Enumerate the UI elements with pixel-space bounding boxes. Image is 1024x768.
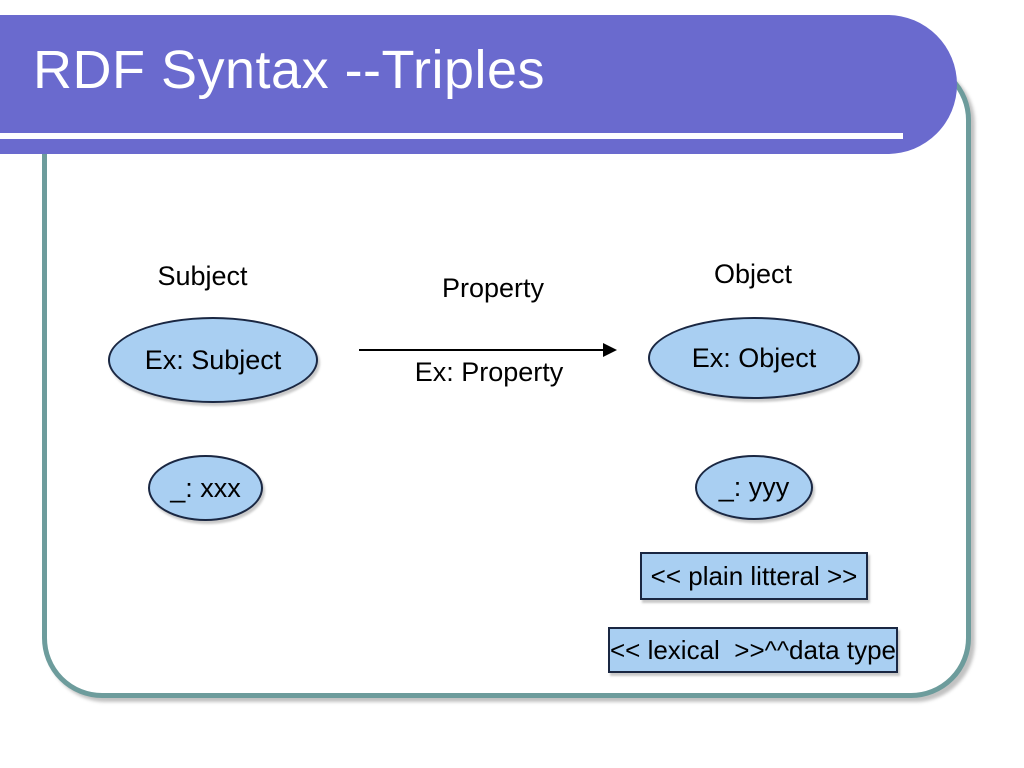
object-label: Object (713, 259, 793, 289)
subject-label: Subject (157, 261, 248, 291)
property-edge-label: Ex: Property (414, 357, 564, 387)
plain-literal-box: << plain litteral >> (640, 552, 868, 600)
title-banner: RDF Syntax --Triples (0, 15, 957, 154)
typed-literal-box: << lexical >>^^data type (608, 627, 898, 673)
blank-node-subject-ellipse: _: xxx (148, 455, 263, 521)
title-underline (0, 133, 903, 139)
object-node-ellipse: Ex: Object (648, 317, 860, 399)
arrow-head-icon (603, 343, 617, 357)
subject-node-ellipse: Ex: Subject (108, 317, 318, 403)
page-title: RDF Syntax --Triples (33, 40, 546, 100)
property-label: Property (441, 273, 545, 303)
blank-node-object-ellipse: _: yyy (695, 455, 813, 520)
property-arrow-line (359, 349, 605, 351)
